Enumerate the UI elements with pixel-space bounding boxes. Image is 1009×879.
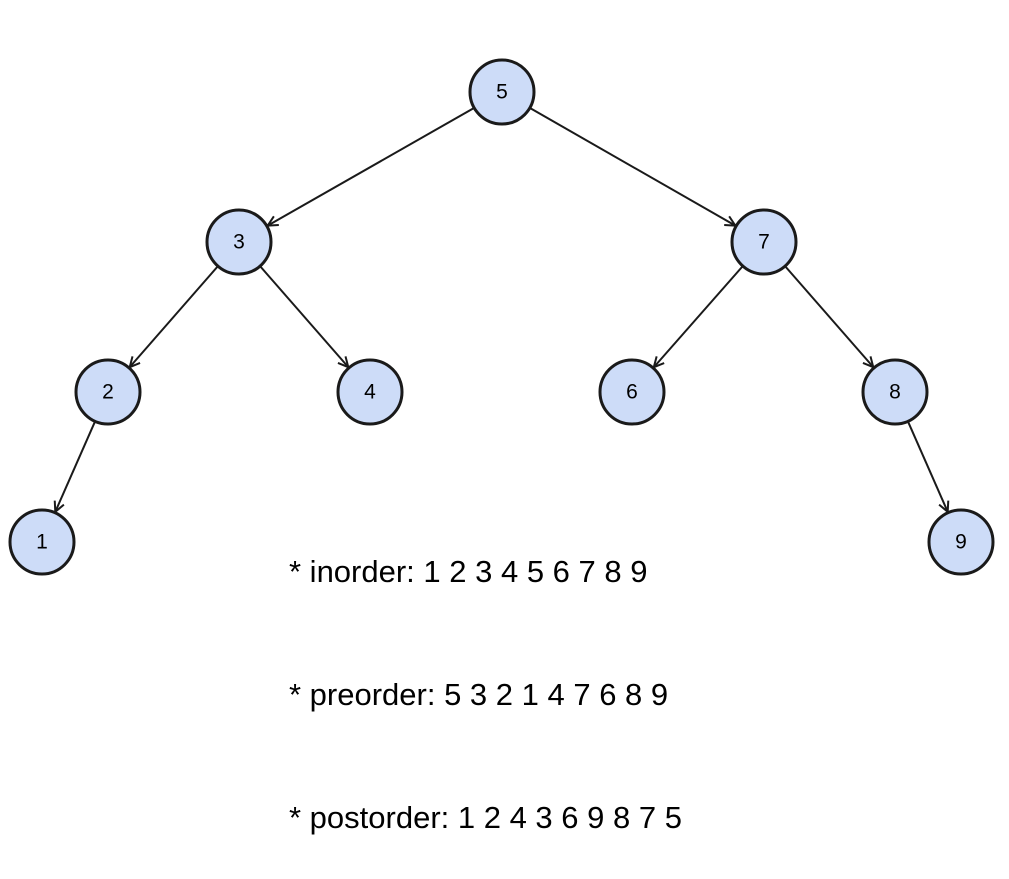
- edge-5-to-3: [268, 107, 474, 225]
- tree-node-2: 2: [74, 358, 142, 426]
- edge-7-to-8: [784, 266, 874, 367]
- edge-5-to-7: [530, 107, 736, 225]
- node-label: 8: [889, 381, 901, 404]
- edge-7-to-6: [654, 266, 743, 367]
- node-label: 7: [758, 231, 770, 254]
- node-label: 5: [496, 81, 508, 104]
- node-circle: [598, 358, 666, 426]
- node-circle: [730, 208, 798, 276]
- node-circle: [468, 58, 536, 126]
- tree-node-6: 6: [598, 358, 666, 426]
- node-label: 1: [36, 531, 48, 554]
- tree-node-8: 8: [861, 358, 929, 426]
- node-circle: [8, 508, 76, 576]
- node-label: 9: [955, 531, 967, 554]
- node-label: 6: [626, 381, 638, 404]
- inorder-traversal: * inorder: 1 2 3 4 5 6 7 8 9: [289, 554, 648, 589]
- node-label: 2: [102, 381, 114, 404]
- edge-2-to-1: [55, 421, 96, 512]
- preorder-traversal: * preorder: 5 3 2 1 4 7 6 8 9: [289, 677, 669, 712]
- tree-node-7: 7: [730, 208, 798, 276]
- tree-node-4: 4: [336, 358, 404, 426]
- edge-8-to-9: [907, 421, 947, 512]
- node-label: 3: [233, 231, 245, 254]
- tree-node-3: 3: [205, 208, 273, 276]
- node-circle: [927, 508, 995, 576]
- edges-layer: [55, 107, 947, 512]
- nodes-layer: 5 3 7 2 4 6 8 1 9: [8, 58, 995, 576]
- tree-node-1: 1: [8, 508, 76, 576]
- node-circle: [861, 358, 929, 426]
- edge-3-to-4: [259, 266, 349, 367]
- node-label: 4: [364, 381, 376, 404]
- node-circle: [336, 358, 404, 426]
- postorder-traversal: * postorder: 1 2 4 3 6 9 8 7 5: [289, 800, 682, 835]
- node-circle: [74, 358, 142, 426]
- traversal-list: * inorder: 1 2 3 4 5 6 7 8 9 * preorder:…: [289, 469, 682, 879]
- tree-node-9: 9: [927, 508, 995, 576]
- node-circle: [205, 208, 273, 276]
- binary-tree-diagram: 5 3 7 2 4 6 8 1 9: [8, 58, 995, 576]
- edge-3-to-2: [130, 266, 219, 367]
- tree-node-5: 5: [468, 58, 536, 126]
